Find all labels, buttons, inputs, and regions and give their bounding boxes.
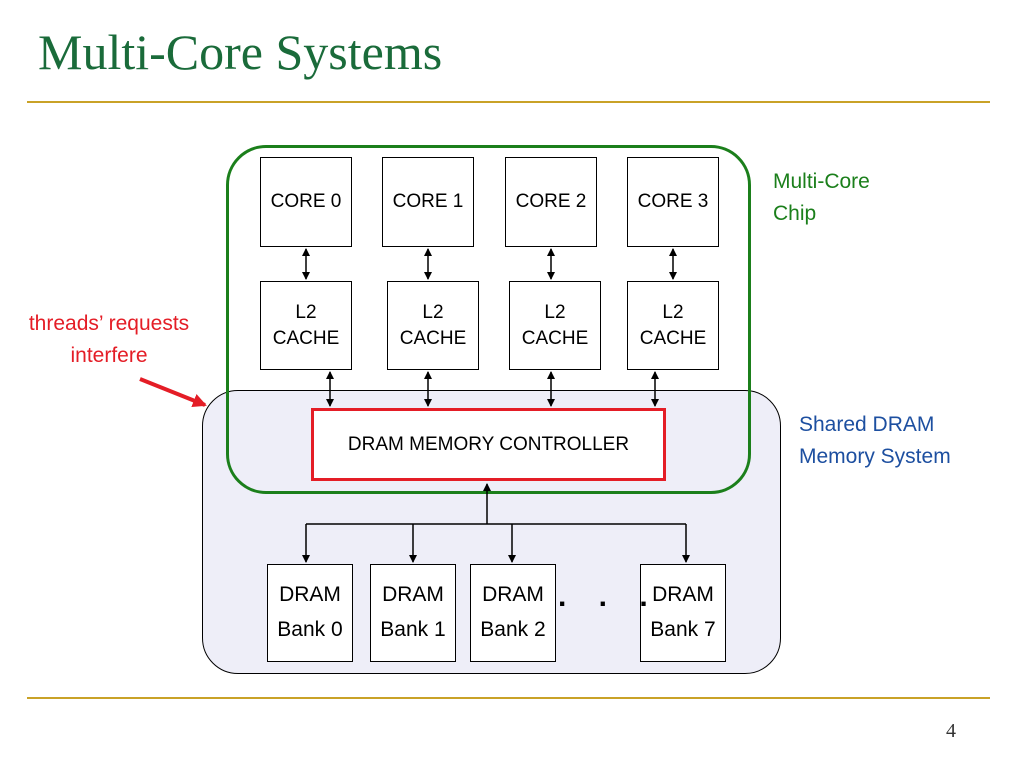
dram-bank-7: DRAM Bank 7 xyxy=(640,564,726,662)
interference-arrow xyxy=(139,377,207,408)
l2-cache-0: L2 CACHE xyxy=(260,281,352,370)
page-number: 4 xyxy=(946,720,956,742)
l2-cache-2: L2 CACHE xyxy=(509,281,601,370)
dram-bank-2: DRAM Bank 2 xyxy=(470,564,556,662)
dram-bank-1: DRAM Bank 1 xyxy=(370,564,456,662)
multi-core-chip-boundary xyxy=(226,145,751,494)
bank-ellipsis: . . . xyxy=(558,580,660,613)
core-1: CORE 1 xyxy=(382,157,474,247)
core-2: CORE 2 xyxy=(505,157,597,247)
dram-memory-controller: DRAM MEMORY CONTROLLER xyxy=(311,408,666,481)
dram-bank-0: DRAM Bank 0 xyxy=(267,564,353,662)
top-divider xyxy=(27,101,990,103)
interference-label: threads’ requests interfere xyxy=(28,312,190,367)
multi-core-chip-label: Multi-Core Chip xyxy=(773,170,870,225)
l2-cache-1: L2 CACHE xyxy=(387,281,479,370)
bottom-divider xyxy=(27,697,990,699)
shared-dram-label: Shared DRAM Memory System xyxy=(799,413,951,468)
slide-title: Multi-Core Systems xyxy=(38,24,443,80)
core-0: CORE 0 xyxy=(260,157,352,247)
core-3: CORE 3 xyxy=(627,157,719,247)
l2-cache-3: L2 CACHE xyxy=(627,281,719,370)
